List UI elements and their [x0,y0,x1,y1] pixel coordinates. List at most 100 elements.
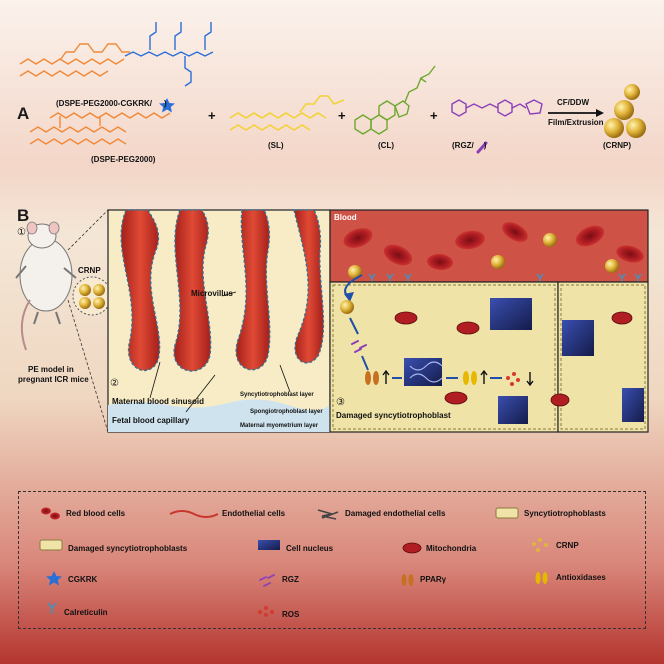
rgz-structure [451,99,543,117]
cell-border-2 [560,284,646,430]
spongiotrophoblast-layer-label: Spongiotrophoblast layer [250,409,323,415]
syncytiotrophoblast-layer-label: Syncytiotrophoblast layer [240,392,314,398]
spongiotrophoblast-band [108,399,330,432]
legend-damaged-endothelial-icon [317,509,339,520]
rgz-label: (RGZ/) [452,141,486,150]
cell-border-1 [332,284,556,430]
legend-mitochondria: Mitochondria [426,544,477,553]
legend-damaged-endothelial-cells: Damaged endothelial cells [345,509,446,518]
dspe-peg-structure [29,112,171,145]
rgz-close: ) [483,141,487,150]
antioxidase-molecules [463,371,477,385]
maternal-vessels [120,209,325,372]
legend-endothelial-cells: Endothelial cells [222,509,286,518]
reaction-arrow-head [596,109,604,117]
legend-cgkrk: CGKRK [68,575,98,584]
legend-ros: ROS [282,610,300,619]
ros-down-arrow [526,372,534,387]
pe-model-line1: PE model in [28,365,74,374]
zoom-line-bottom [67,299,109,433]
dspe-peg-cgkrk-label: (DSPE-PEG2000-CGKRK/) [56,99,167,108]
dspe-peg-cgkrk-text: (DSPE-PEG2000-CGKRK/ [56,99,153,108]
cl-label: (CL) [378,141,394,150]
dna-helix [409,361,443,383]
crnp-particles [604,84,646,138]
uptake-arrow-head [344,292,354,302]
activation-arrow [361,355,369,371]
ppar-molecules [365,371,379,385]
legend-calreticulin: Calreticulin [64,608,108,617]
rgz-text: (RGZ/ [452,141,474,150]
dspe-peg-cgkrk-close: ) [164,99,167,108]
legend-ppar-icon [401,574,414,586]
blood-label: Blood [334,213,357,222]
plus-sign-1: + [208,108,216,123]
cell-nuclei [404,298,644,424]
ppar-up-arrow [382,369,390,384]
cl-structure [354,65,436,135]
crnp-zoom-circle [72,276,112,316]
legend-ppar: PPARγ [420,575,447,584]
legend-rgz: RGZ [282,575,299,584]
maternal-myometrium-layer-label: Maternal myometrium layer [240,423,319,429]
maternal-blood-sinusoid-label: Maternal blood sinusoid [112,397,205,406]
legend-rbc-icon [41,507,60,520]
microvillus-pointer [221,291,237,297]
legend-calreticulin-icon [47,602,57,614]
damaged-syncytiotrophoblast-label: Damaged syncytiotrophoblast [336,411,451,420]
legend-damaged-syncytiotrophoblasts: Damaged syncytiotrophoblasts [68,544,188,553]
sl-label: (SL) [268,141,284,150]
legend-mitochondria-icon [402,542,422,554]
ros-dots [506,372,520,386]
step-1-marker: ① [17,227,26,238]
pe-model-line2: pregnant ICR mice [18,375,89,384]
legend-endothelial-icon [169,510,219,518]
legend-nucleus-icon [258,540,280,550]
legend-cell-nucleus: Cell nucleus [286,544,334,553]
legend-antioxidases: Antioxidases [556,573,606,582]
sinusoid-pointer [149,361,161,399]
crnp-zoom-label: CRNP [78,266,101,275]
method-top-label: CF/DDW [557,98,589,107]
legend-box [18,491,646,629]
legend-syncytiotrophoblast-icon [495,507,519,519]
dspe-peg-label: (DSPE-PEG2000) [91,155,156,164]
plus-sign-2: + [338,108,346,123]
capillary-pointer [185,374,216,413]
microvillus-label: Microvillus [191,289,233,298]
legend-crnp-icon [532,538,548,552]
legend-crnp: CRNP [556,541,579,550]
zoom-line-top [67,209,109,251]
method-bottom-label: Film/Extrusion [548,118,604,127]
step-3-marker: ③ [336,397,345,408]
released-rgz [351,340,367,353]
dspe-peg-cgkrk-structure [19,22,214,87]
legend-red-blood-cells: Red blood cells [66,509,126,518]
panel-a-letter: A [17,104,30,123]
red-blood-cells [343,222,644,271]
internalized-crnp [340,300,354,314]
mouse-illustration [15,221,77,351]
legend-ros-icon [258,606,274,617]
panel-b-letter: B [17,206,30,225]
cgkrk-star-icon [159,98,175,113]
sl-structure [229,95,345,131]
legend-rgz-icon [259,574,275,587]
fetal-blood-capillary-label: Fetal blood capillary [112,416,190,425]
release-arrow [349,317,359,335]
legend-damaged-syncytiotrophoblast-icon [39,539,63,551]
blood-region [329,209,649,283]
plus-sign-3: + [430,108,438,123]
legend-antioxidase-icon [535,572,548,584]
crnp-product-label: (CRNP) [603,141,631,150]
legend-syncytiotrophoblasts: Syncytiotrophoblasts [524,509,606,518]
antioxidase-up-arrow [480,369,488,384]
layer-pointer [279,364,291,393]
blood-crnp-particles [348,233,619,279]
rgz-rod-icon [476,141,488,154]
legend-cgkrk-star-icon [46,571,62,586]
crnp-zoom-particles [79,284,105,309]
mitochondria [394,311,633,407]
